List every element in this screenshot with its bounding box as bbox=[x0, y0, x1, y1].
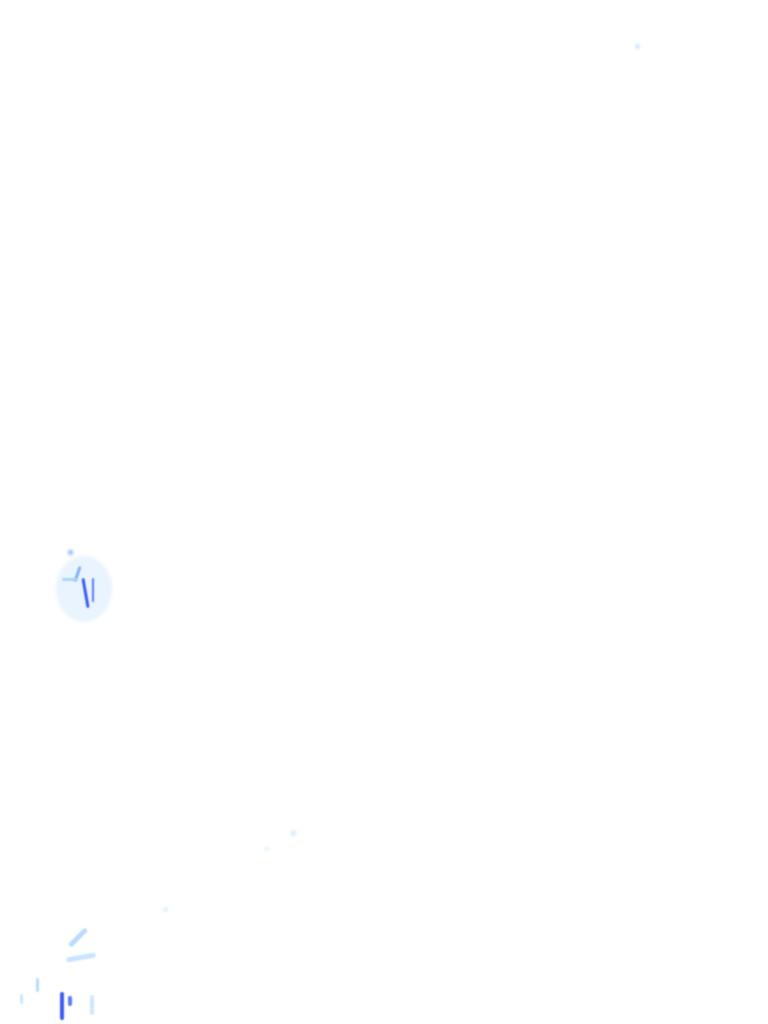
artifact-streak bbox=[92, 578, 94, 602]
artifact-streak bbox=[36, 978, 39, 992]
artifact-streak bbox=[68, 996, 72, 1006]
artifact-speck bbox=[265, 847, 269, 851]
artifact-streak bbox=[62, 578, 78, 581]
artifact-speck bbox=[636, 44, 639, 49]
artifact-streak bbox=[60, 992, 64, 1020]
artifact-streak bbox=[90, 995, 94, 1015]
artifact-speck bbox=[164, 908, 167, 911]
artifact-streak bbox=[65, 952, 97, 963]
artifact-cluster-middle bbox=[52, 548, 116, 628]
artifact-speck bbox=[291, 830, 296, 836]
artifact-streak bbox=[20, 994, 23, 1004]
artifact-speck bbox=[68, 550, 73, 555]
artifact-streak bbox=[67, 927, 89, 948]
